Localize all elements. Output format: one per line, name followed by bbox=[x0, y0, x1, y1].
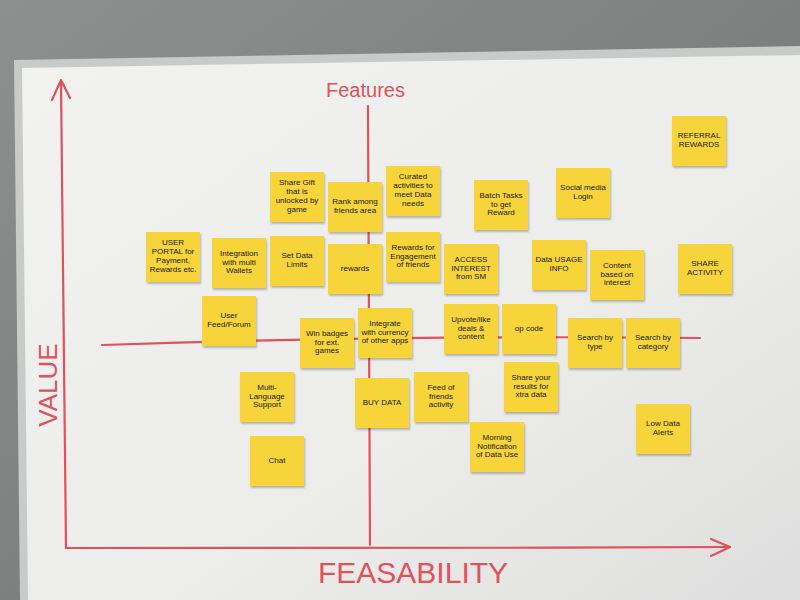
sticky-note: Integration with multi Wallets bbox=[212, 238, 266, 288]
sticky-note: rewards bbox=[328, 244, 382, 294]
board-frame bbox=[14, 46, 800, 600]
note-text: User Feed/Forum bbox=[205, 312, 253, 330]
sticky-note: Chat bbox=[250, 436, 304, 486]
sticky-note: op code bbox=[502, 304, 556, 354]
note-text: Set Data Limits bbox=[273, 252, 321, 270]
note-text: Search by type bbox=[571, 334, 619, 352]
value-axis bbox=[61, 82, 66, 548]
note-text: Batch Tasks to get Reward bbox=[477, 192, 525, 219]
note-text: Win badges for ext. games bbox=[303, 330, 351, 357]
sticky-note: REFERRAL REWARDS bbox=[672, 116, 726, 166]
note-text: Rewards for Engagement of friends bbox=[389, 244, 437, 271]
sticky-note: Feed of friends activity bbox=[414, 372, 468, 422]
axis-label: VALUE bbox=[35, 343, 61, 426]
sticky-note: Content based on interest bbox=[590, 250, 644, 300]
note-text: Data USAGE INFO bbox=[535, 256, 583, 274]
board-surface bbox=[22, 55, 800, 600]
sticky-note: Share your results for xtra data bbox=[504, 362, 558, 412]
note-text: BUY DATA bbox=[358, 399, 406, 408]
note-text: Morning Notification of Data Use bbox=[473, 434, 521, 461]
note-text: REFERRAL REWARDS bbox=[675, 132, 723, 150]
sticky-note: Search by category bbox=[626, 318, 680, 368]
sticky-note: Curated activities to meet Data needs bbox=[386, 166, 440, 216]
note-text: op code bbox=[505, 325, 553, 334]
sticky-note: USER PORTAL for Payment, Rewards etc. bbox=[146, 232, 200, 282]
sticky-note: Batch Tasks to get Reward bbox=[474, 180, 528, 230]
axis-label: FEASABILITY bbox=[318, 558, 508, 588]
sticky-note: Low Data Alerts bbox=[636, 404, 690, 454]
note-text: rewards bbox=[331, 265, 379, 274]
sticky-note: Share Gift that is unlocked by game bbox=[270, 172, 324, 222]
note-text: SHARE ACTIVITY bbox=[681, 260, 729, 278]
sticky-note: Rank among friends area bbox=[328, 182, 382, 232]
sticky-note: Search by type bbox=[568, 318, 622, 368]
sticky-note: Set Data Limits bbox=[270, 236, 324, 286]
note-text: USER PORTAL for Payment, Rewards etc. bbox=[149, 239, 197, 275]
sticky-note: Data USAGE INFO bbox=[532, 240, 586, 290]
note-text: Multi-Language Support bbox=[243, 384, 291, 411]
note-text: Chat bbox=[253, 457, 301, 466]
note-text: Rank among friends area bbox=[331, 198, 379, 216]
axis-arrowhead bbox=[711, 539, 730, 556]
note-text: Share Gift that is unlocked by game bbox=[273, 179, 321, 215]
sticky-note: Social media Login bbox=[556, 168, 610, 218]
axis-label: Features bbox=[326, 80, 405, 100]
sticky-note: ACCESS INTEREST from SM bbox=[444, 244, 498, 294]
note-text: Social media Login bbox=[559, 184, 607, 202]
note-text: Low Data Alerts bbox=[639, 420, 687, 438]
sticky-note: Integrate with currency of other apps bbox=[358, 308, 412, 358]
note-text: Feed of friends activity bbox=[417, 384, 465, 411]
sticky-note: Upvote/like deals & content bbox=[444, 304, 498, 354]
feasibility-axis bbox=[66, 547, 728, 548]
note-text: Integration with multi Wallets bbox=[215, 250, 263, 277]
note-text: Upvote/like deals & content bbox=[447, 316, 495, 343]
sticky-note: Morning Notification of Data Use bbox=[470, 422, 524, 472]
sticky-note: Multi-Language Support bbox=[240, 372, 294, 422]
note-text: Curated activities to meet Data needs bbox=[389, 173, 437, 209]
note-text: Integrate with currency of other apps bbox=[361, 320, 409, 347]
note-text: Share your results for xtra data bbox=[507, 374, 555, 401]
sticky-note: SHARE ACTIVITY bbox=[678, 244, 732, 294]
sticky-note: User Feed/Forum bbox=[202, 296, 256, 346]
note-text: ACCESS INTEREST from SM bbox=[447, 256, 495, 283]
marker-lines bbox=[52, 80, 730, 556]
note-text: Search by category bbox=[629, 334, 677, 352]
sticky-note: BUY DATA bbox=[355, 378, 409, 428]
sticky-note: Win badges for ext. games bbox=[300, 318, 354, 368]
axis-arrowhead bbox=[52, 80, 70, 100]
sticky-note: Rewards for Engagement of friends bbox=[386, 232, 440, 282]
note-text: Content based on interest bbox=[593, 262, 641, 289]
